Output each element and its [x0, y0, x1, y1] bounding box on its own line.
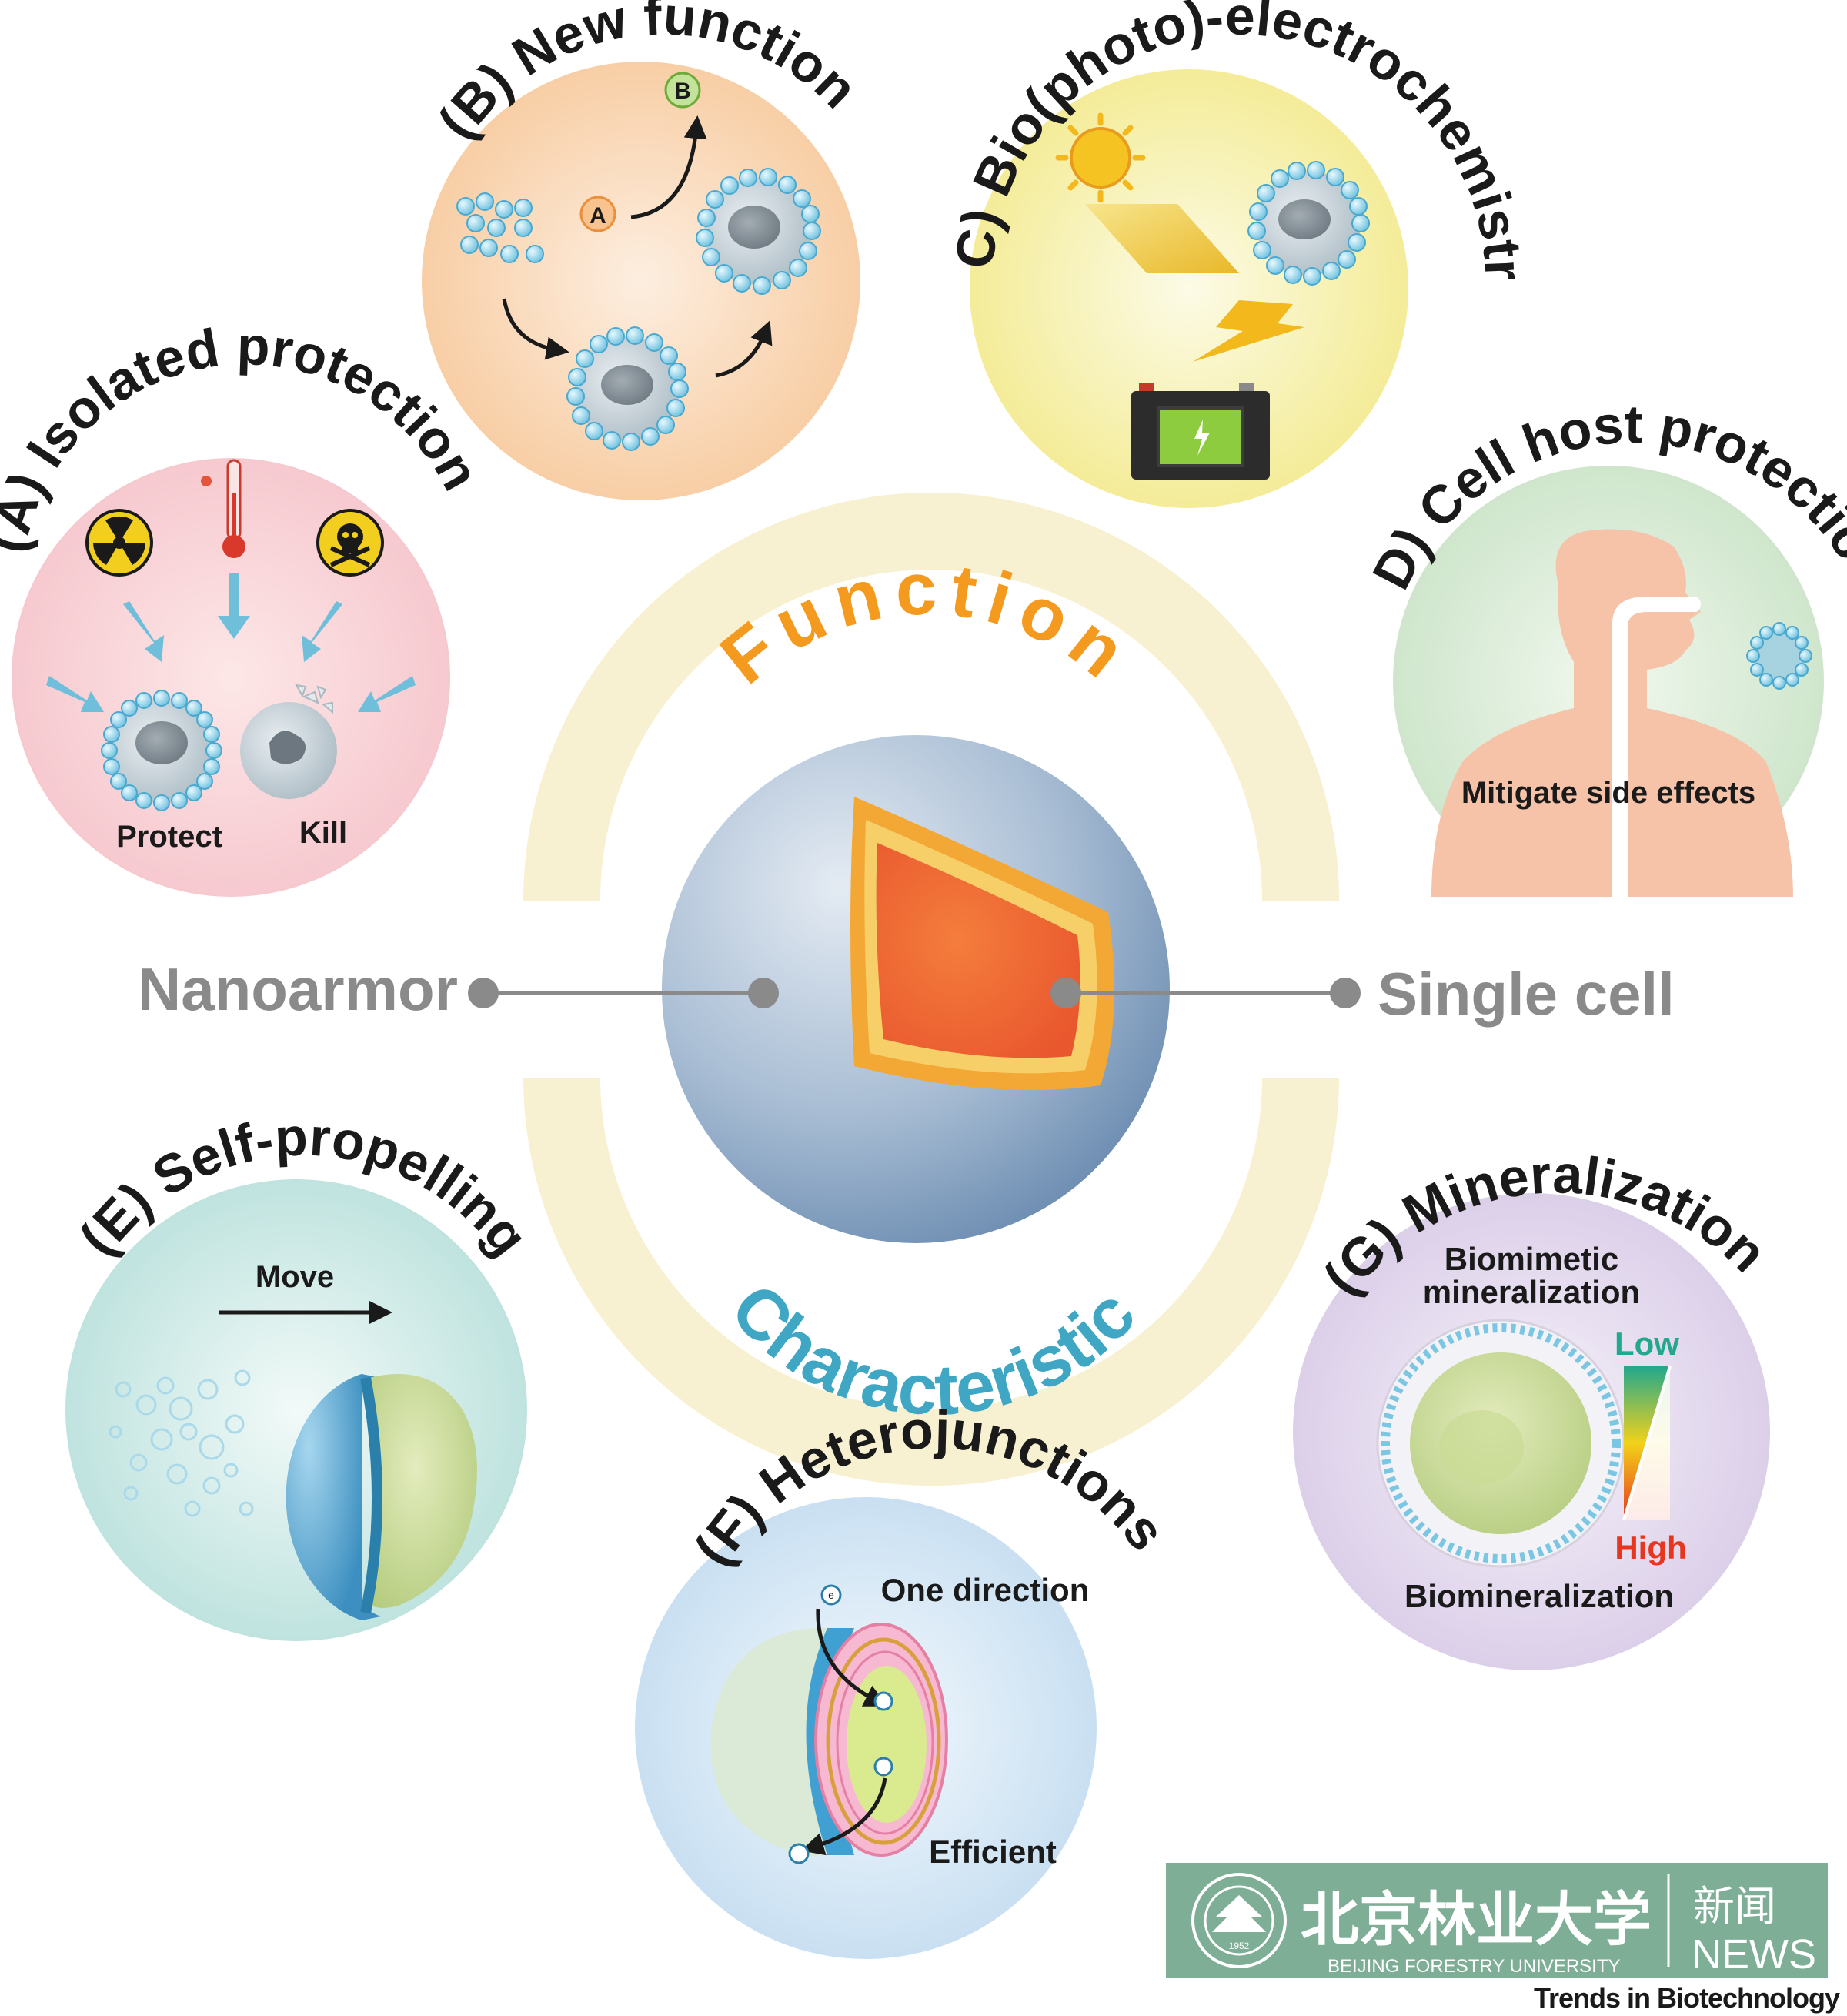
logo-seal — [1191, 1873, 1287, 1968]
cell-with-shell-right — [696, 168, 821, 295]
biomimetic-label-2: mineralization — [1423, 1274, 1640, 1310]
cell-with-shell-bottom — [566, 326, 689, 451]
electron-4 — [788, 1843, 810, 1864]
panel-a: (A) Isolated protection — [0, 316, 491, 897]
thermometer-icon — [201, 459, 245, 558]
single-cell-label: Single cell — [1378, 960, 1675, 1028]
product-b — [664, 72, 701, 109]
free-nanoparticles — [456, 192, 544, 263]
journal-footer: Trends in Biotechnology — [1534, 1982, 1840, 2014]
logo-english-name: BEIJING FORESTRY UNIVERSITY — [1328, 1956, 1621, 1977]
biomineralization-label: Biomineralization — [1404, 1578, 1674, 1614]
killed-cell — [240, 684, 337, 799]
logo-news-en: NEWS — [1692, 1931, 1816, 1978]
bubbles — [109, 1369, 254, 1517]
move-label: Move — [256, 1260, 334, 1294]
green-cell-half — [366, 1374, 477, 1608]
svg-text:B: B — [674, 79, 691, 104]
stress-arrows — [46, 573, 416, 712]
mitigate-caption: Mitigate side effects — [1461, 776, 1755, 810]
protect-label: Protect — [116, 820, 222, 854]
outer-ring — [523, 493, 1339, 901]
logo-chinese-name: 北京林业大学 — [1301, 1885, 1652, 1954]
radiation-icon — [85, 509, 153, 577]
mineral-shell — [1381, 1323, 1621, 1563]
sun-icon — [1055, 112, 1146, 203]
one-direction-label: One direction — [881, 1572, 1090, 1608]
single-cell-dot-inner — [1050, 978, 1081, 1008]
outer-ring-bottom — [523, 1078, 1339, 1486]
battery-icon — [1131, 383, 1270, 480]
nanoarmor-label: Nanoarmor — [138, 955, 458, 1023]
logo-news-cn: 新闻 — [1693, 1882, 1776, 1931]
substrate-a — [579, 196, 616, 232]
nanoarmor-dot-outer — [468, 978, 499, 1008]
core-inner — [876, 843, 1080, 1058]
airway — [1612, 597, 1701, 897]
panel-e: (E) Self-propelling Move — [65, 1106, 539, 1641]
bjfu-logo: 1952 北京林业大学 BEIJING FORESTRY UNIVERSITY … — [1166, 1863, 1828, 1978]
efficient-label: Efficient — [929, 1834, 1057, 1870]
protected-cell — [101, 690, 222, 811]
electron-3 — [873, 1757, 893, 1777]
skull-icon — [316, 509, 384, 577]
high-label: High — [1615, 1530, 1686, 1566]
biomimetic-label-1: Biomimetic — [1445, 1241, 1618, 1277]
svg-text:A: A — [590, 203, 606, 229]
single-cell-dot-outer — [1330, 978, 1361, 1008]
electron-2 — [873, 1691, 893, 1711]
panel-g: (G) Mineralization Biomimetic mineraliza… — [1293, 1144, 1779, 1670]
svg-text:e: e — [828, 1589, 834, 1601]
electron-1 — [820, 1584, 842, 1606]
kill-label: Kill — [299, 816, 347, 850]
cell-with-shell-c — [1247, 161, 1370, 286]
low-label: Low — [1615, 1326, 1679, 1362]
svg-text:1952: 1952 — [1229, 1941, 1250, 1951]
panel-b: (B) New function A B — [422, 0, 869, 500]
solar-panel — [1085, 204, 1239, 273]
cell-with-shell-d — [1746, 622, 1812, 690]
lightning-icon — [1193, 300, 1304, 362]
nanoarmor-dot-inner — [748, 978, 779, 1008]
pale-cell-half — [710, 1627, 831, 1857]
